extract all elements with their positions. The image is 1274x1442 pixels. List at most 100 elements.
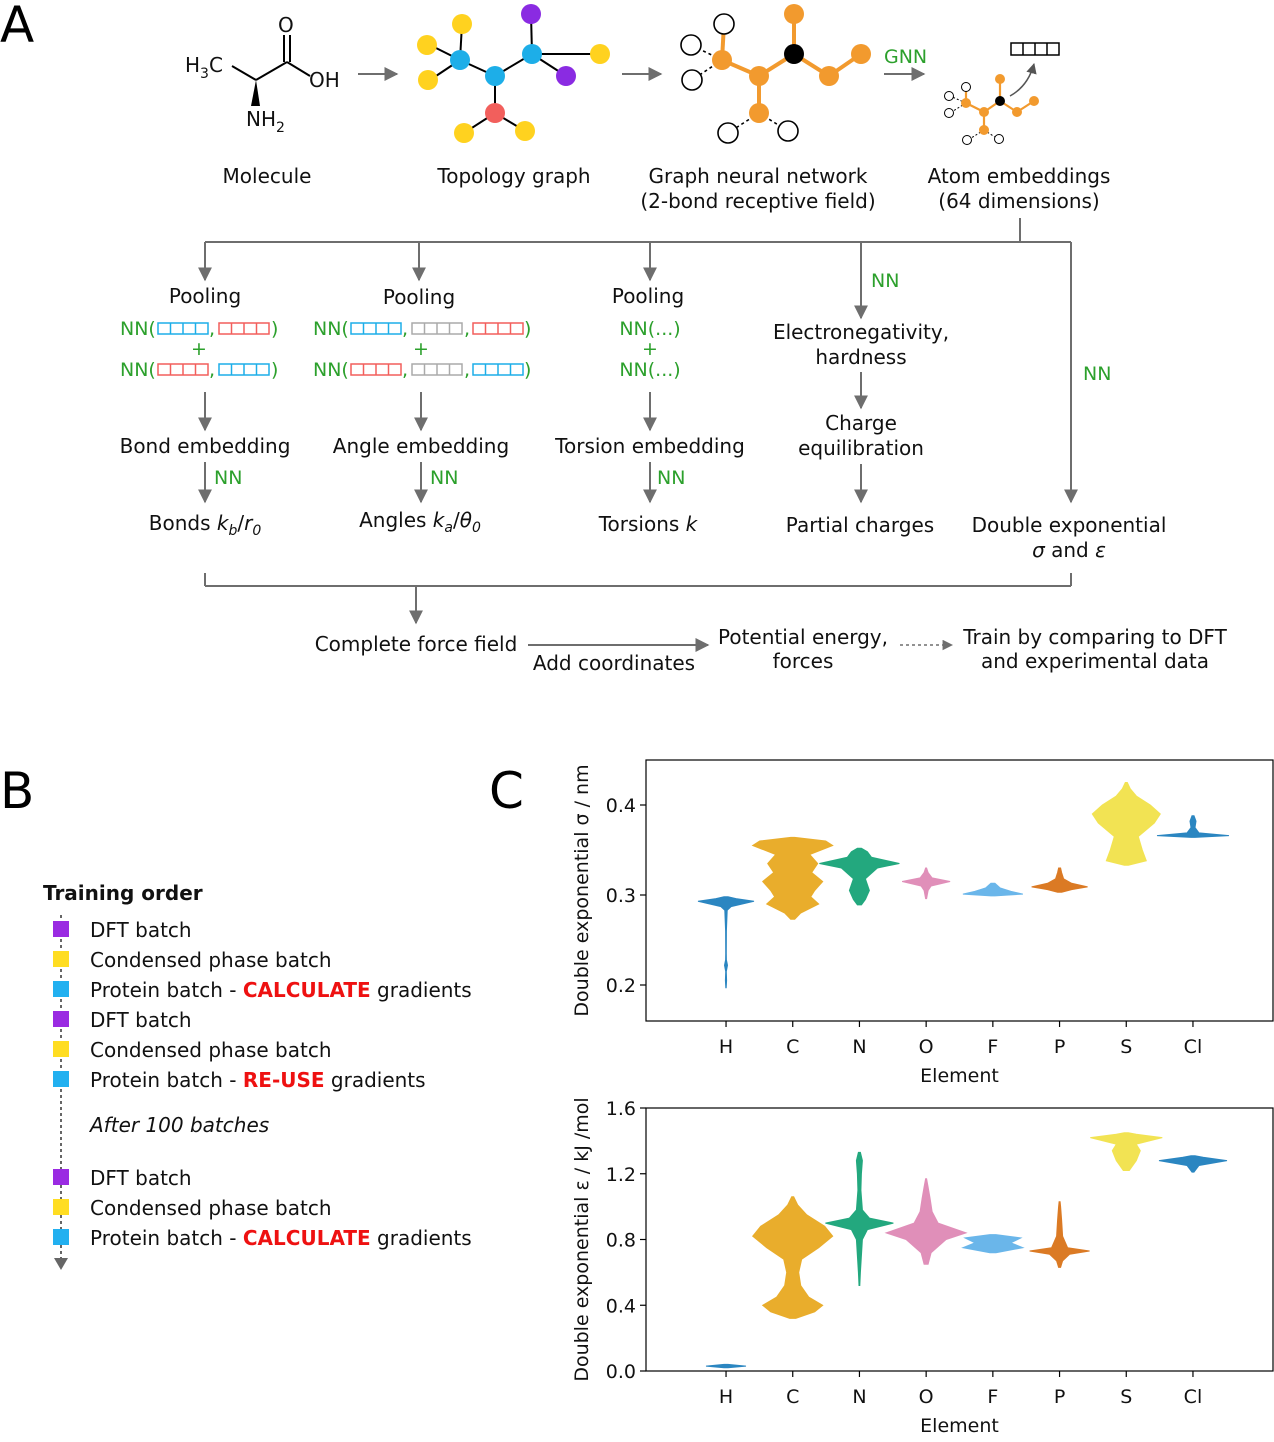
torsion-nn-2: NN(...) — [619, 359, 680, 381]
nn-label-torsion: NN — [657, 467, 685, 489]
torsion-nn-1: NN(...) — [619, 318, 680, 340]
epsilon-xtick-label-5: P — [1054, 1386, 1065, 1408]
add-coordinates-label: Add coordinates — [533, 651, 695, 675]
panel-label-c: C — [489, 762, 524, 820]
torsion-plus: + — [642, 338, 658, 360]
after-batches-label: After 100 batches — [88, 1113, 269, 1137]
sigma-xtick-label-3: O — [919, 1036, 934, 1058]
sigma-violin-H — [697, 896, 755, 989]
epsilon-ytick-label-1: 0.4 — [606, 1295, 636, 1317]
nn-label-bond: NN — [214, 467, 242, 489]
sigma-xtick-label-0: H — [719, 1036, 733, 1058]
sigma-ytick-label-2: 0.4 — [606, 795, 636, 817]
sigma-ytick-label-1: 0.3 — [606, 885, 636, 907]
embeddings-label-line2: (64 dimensions) — [938, 189, 1099, 213]
epsilon-ytick-label-2: 0.8 — [606, 1230, 636, 1252]
epsilon-xtick-label-7: Cl — [1184, 1386, 1203, 1408]
training-item-bottom-marker-2 — [53, 1229, 69, 1245]
molecule-structure: H3C O OH NH2 — [185, 13, 340, 136]
branch-connectors — [198, 218, 1078, 504]
svg-text:): ) — [524, 359, 531, 381]
sigma-violin-Cl — [1156, 815, 1230, 838]
molecule-label: Molecule — [223, 164, 312, 188]
electronegativity-line2: hardness — [815, 345, 906, 369]
training-item-top-marker-3 — [53, 1011, 69, 1027]
sigma-xlabel: Element — [920, 1065, 999, 1087]
training-item-top-label-5: Protein batch - RE-USE gradients — [90, 1068, 426, 1092]
epsilon-violin-S — [1090, 1132, 1163, 1171]
training-order-title: Training order — [43, 881, 203, 905]
svg-text:,: , — [402, 359, 408, 381]
training-item-bottom-label-2: Protein batch - CALCULATE gradients — [90, 1226, 472, 1250]
gnn-arrow-label: GNN — [884, 46, 927, 68]
embeddings-label-line1: Atom embeddings — [928, 164, 1111, 188]
training-item-top-label-1: Condensed phase batch — [90, 948, 332, 972]
epsilon-ytick-label-0: 0.0 — [606, 1361, 636, 1383]
epsilon-xtick-label-3: O — [919, 1386, 934, 1408]
atom-embedding-icon — [944, 42, 1060, 145]
sigma-violin-C — [751, 836, 834, 920]
topology-label: Topology graph — [436, 164, 590, 188]
epsilon-ylabel: Double exponential ε / kJ /mol — [571, 1097, 593, 1381]
epsilon-frame — [645, 1107, 1274, 1372]
timeline-arrowhead — [54, 1258, 68, 1270]
nn-label-electronegativity: NN — [871, 270, 899, 292]
potential-energy-line2: forces — [773, 649, 834, 673]
training-item-top-label-0: DFT batch — [90, 918, 192, 942]
svg-text:,: , — [209, 359, 215, 381]
merge-connectors — [204, 573, 1072, 625]
svg-text:+: + — [413, 338, 429, 360]
sigma-xtick-label-7: Cl — [1184, 1036, 1203, 1058]
train-line2: and experimental data — [981, 649, 1209, 673]
torsion-embedding-label: Torsion embedding — [554, 434, 745, 458]
bonds-output-label: Bonds kb/r0 — [149, 511, 262, 539]
epsilon-violin-N — [825, 1151, 894, 1286]
sigma-ytick-label-0: 0.2 — [606, 975, 636, 997]
training-item-top-marker-2 — [53, 981, 69, 997]
angle-embedding-label: Angle embedding — [333, 434, 509, 458]
sigma-xtick-label-2: N — [852, 1036, 866, 1058]
training-item-top-marker-1 — [53, 951, 69, 967]
torsions-output-label: Torsions k — [598, 512, 699, 536]
training-item-top-marker-5 — [53, 1071, 69, 1087]
svg-text:): ) — [524, 318, 531, 340]
svg-text:,: , — [464, 318, 470, 340]
gnn-label-line1: Graph neural network — [649, 164, 868, 188]
sigma-violin-S — [1091, 782, 1161, 866]
svg-text:+: + — [191, 338, 207, 360]
epsilon-violin-F — [961, 1234, 1025, 1254]
epsilon-violin-Cl — [1158, 1155, 1228, 1173]
epsilon-xlabel: Element — [920, 1415, 999, 1437]
epsilon-xtick-label-1: C — [786, 1386, 799, 1408]
partial-charges-label: Partial charges — [786, 513, 934, 537]
sigma-violin-F — [962, 882, 1024, 897]
epsilon-xtick-label-4: F — [987, 1386, 998, 1408]
carbonyl-o-label: O — [278, 13, 294, 37]
sigma-xtick-label-4: F — [987, 1036, 998, 1058]
gnn-graph-icon — [680, 4, 871, 144]
topology-graph-icon — [417, 4, 610, 143]
sigma-violin-O — [901, 867, 951, 900]
pooling-angle: Pooling — [383, 285, 455, 309]
sigma-frame — [645, 759, 1274, 1022]
epsilon-xtick-label-0: H — [719, 1386, 733, 1408]
panel-label-a: A — [0, 0, 34, 54]
epsilon-violin-O — [884, 1178, 968, 1265]
svg-text:NN(: NN( — [120, 359, 156, 381]
sigma-xtick-label-5: P — [1054, 1036, 1065, 1058]
nn-label-double-exp: NN — [1083, 363, 1111, 385]
potential-energy-line1: Potential energy, — [718, 625, 888, 649]
ch3-label: H3C — [185, 53, 223, 82]
svg-text:): ) — [271, 318, 278, 340]
epsilon-violin-C — [751, 1196, 834, 1319]
train-line1: Train by comparing to DFT — [962, 625, 1227, 649]
svg-text:,: , — [209, 318, 215, 340]
epsilon-violin-H — [705, 1363, 747, 1369]
complete-ff-label: Complete force field — [315, 632, 518, 656]
epsilon-ytick-label-4: 1.6 — [606, 1098, 636, 1120]
charge-eq-line1: Charge — [825, 411, 897, 435]
